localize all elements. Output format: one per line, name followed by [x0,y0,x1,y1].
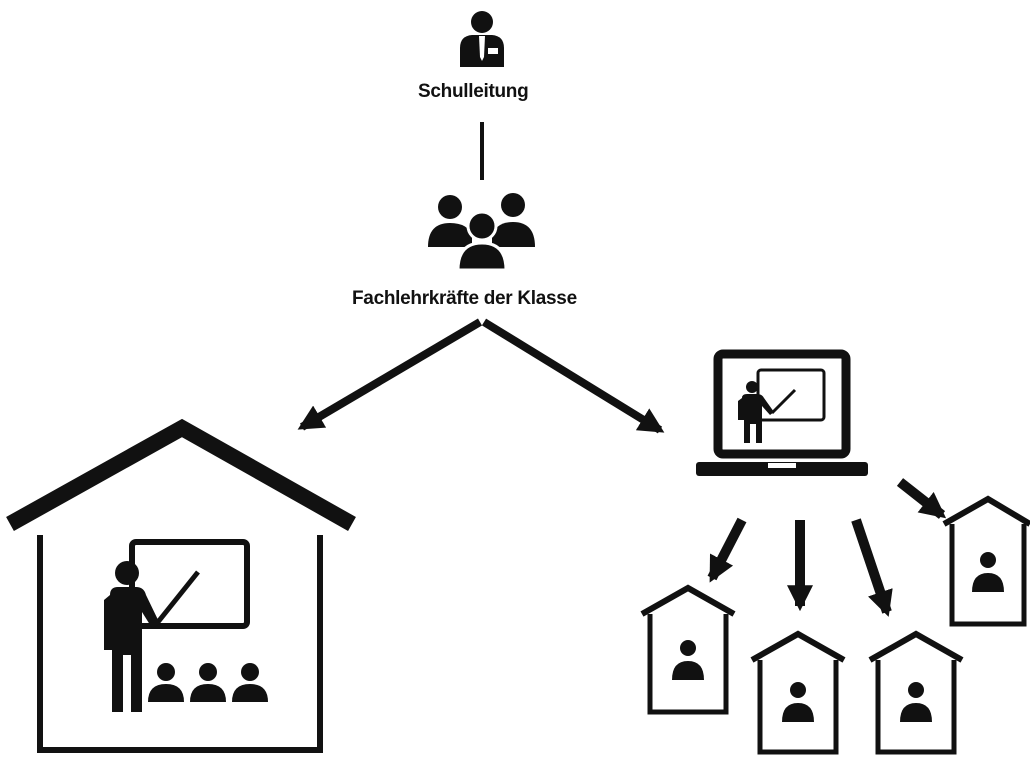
arrow-to-home-4 [896,478,947,519]
home-icon [750,630,846,755]
arrow-to-classroom [297,318,483,431]
home-icon [640,584,736,715]
arrow-to-home-3 [851,518,893,617]
school-house-icon [6,418,356,753]
laptop-icon [696,349,868,476]
home-icon [868,630,964,755]
arrow-to-home-1 [707,517,747,583]
principal-label: Schulleitung [418,81,529,102]
teachers-label: Fachlehrkräfte der Klasse [352,288,577,309]
group-icon [428,193,535,272]
home-icon [942,495,1030,627]
students-icon [148,663,268,702]
arrow-to-remote [481,318,665,434]
teacher-figure [104,561,160,712]
principal-icon [460,11,504,67]
